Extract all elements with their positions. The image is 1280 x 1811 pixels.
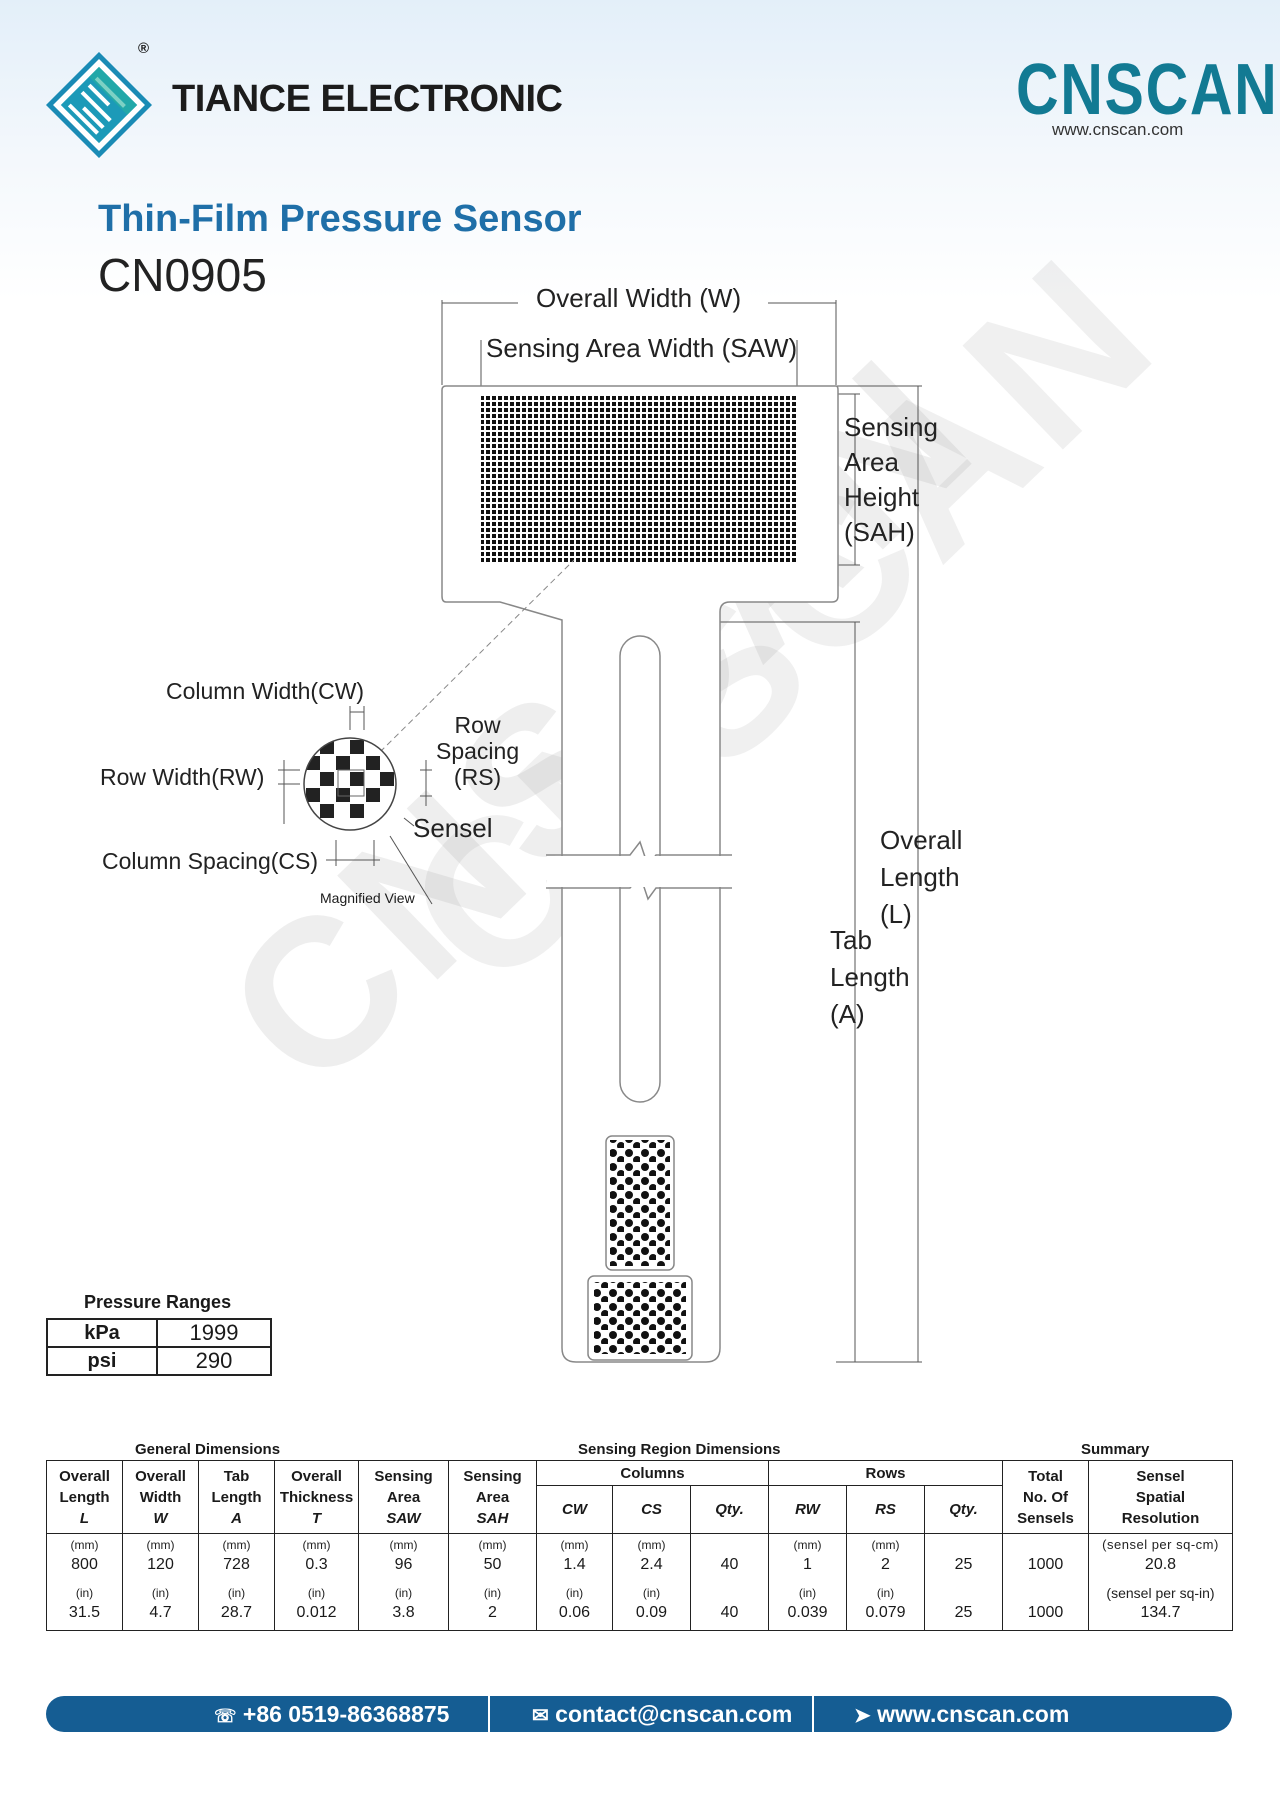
footer-website[interactable]: ➤ www.cnscan.com [854, 1701, 1070, 1727]
group-summary: Summary [1081, 1441, 1150, 1458]
header-overall-width: Overall Width W [122, 1460, 199, 1534]
label-tab-length: Tab Length (A) [830, 925, 910, 1029]
email-icon: ✉ [532, 1705, 549, 1727]
header-rs: RS [846, 1485, 925, 1534]
value-cw-in: 0.06 [558, 1604, 591, 1621]
value-saw-in: 3.8 [392, 1604, 415, 1621]
value-saw-mm: 96 [394, 1556, 413, 1573]
brand-url: www.cnscan.com [1052, 120, 1184, 139]
header-rows: Rows [768, 1460, 1003, 1486]
value-col-qty: 40 [720, 1556, 739, 1573]
value-total: 1000 [1027, 1604, 1064, 1621]
value-rs-mm: 2 [881, 1556, 890, 1573]
value-sah-mm: 50 [483, 1556, 502, 1573]
spec-table: Overall Length L Overall Width W Tab Len… [46, 1460, 1233, 1631]
value-cs-in: 0.09 [635, 1604, 668, 1621]
header-columns: Columns [536, 1460, 769, 1486]
value-l-in: 31.5 [68, 1604, 101, 1621]
table-row: (mm)800 (mm)120 (mm)728 (mm)0.3 (mm)96 (… [46, 1533, 1233, 1582]
sensor-diagram [278, 300, 922, 1363]
tiance-logo-icon [46, 52, 152, 158]
value-cs-mm: 2.4 [640, 1556, 663, 1573]
pressure-unit: kPa [46, 1318, 158, 1348]
label-column-spacing: Column Spacing(CS) [102, 848, 319, 874]
pressure-unit: psi [46, 1346, 158, 1376]
header-tab-length: Tab Length A [198, 1460, 275, 1534]
header-sah: Sensing Area SAH [448, 1460, 537, 1534]
footer-email[interactable]: ✉ contact@cnscan.com [532, 1701, 793, 1727]
table-row: (in)31.5 (in)4.7 (in)28.7 (in)0.012 (in)… [46, 1582, 1233, 1631]
value-resolution-cm: 20.8 [1144, 1556, 1177, 1573]
company-name: TIANCE ELECTRONIC [172, 78, 563, 120]
pressure-ranges-title: Pressure Ranges [84, 1292, 232, 1312]
value-w-in: 4.7 [149, 1604, 172, 1621]
value-resolution-in: 134.7 [1140, 1604, 1181, 1621]
footer-divider [812, 1696, 814, 1732]
value-l-mm: 800 [71, 1556, 98, 1573]
registered-mark: ® [138, 40, 150, 57]
header-overall-length: Overall Length L [46, 1460, 123, 1534]
header-col-qty: Qty. [690, 1485, 769, 1534]
value-rw-in: 0.039 [787, 1604, 828, 1621]
value-row-qty: 25 [954, 1604, 973, 1621]
value-rw-mm: 1 [803, 1556, 812, 1573]
header-rw: RW [768, 1485, 847, 1534]
brand-logo: CNSCAN [1016, 50, 1279, 130]
pressure-ranges-table: kPa 1999 psi 290 [46, 1318, 272, 1376]
value-rs-in: 0.079 [865, 1604, 906, 1621]
value-a-in: 28.7 [220, 1604, 253, 1621]
label-sensing-area-width: Sensing Area Width (SAW) [486, 333, 798, 363]
header-cw: CW [536, 1485, 613, 1534]
table-row: kPa 1999 [46, 1318, 272, 1348]
pressure-value: 290 [156, 1346, 272, 1376]
label-column-width: Column Width(CW) [166, 678, 365, 704]
header-overall-thickness: Overall Thickness T [274, 1460, 359, 1534]
value-t-in: 0.012 [296, 1604, 337, 1621]
model-number: CN0905 [98, 249, 267, 301]
label-magnified-view: Magnified View [320, 890, 415, 906]
group-general-dimensions: General Dimensions [135, 1441, 281, 1458]
value-cw-mm: 1.4 [563, 1556, 586, 1573]
value-t-mm: 0.3 [305, 1556, 328, 1573]
value-w-mm: 120 [147, 1556, 174, 1573]
header-resolution: Sensel Spatial Resolution [1088, 1460, 1233, 1534]
label-overall-width: Overall Width (W) [536, 283, 742, 313]
value-a-mm: 728 [223, 1556, 250, 1573]
label-sensing-area-height: Sensing Area Height (SAH) [844, 412, 938, 547]
label-overall-length: Overall Length (L) [880, 825, 963, 929]
footer-bar: ☏ +86 0519-86368875 ✉ contact@cnscan.com… [46, 1696, 1232, 1732]
value-row-qty: 25 [954, 1556, 973, 1573]
label-row-width: Row Width(RW) [100, 764, 265, 790]
header-row-qty: Qty. [924, 1485, 1003, 1534]
send-icon: ➤ [854, 1705, 871, 1727]
product-title: Thin-Film Pressure Sensor [98, 198, 582, 240]
magnified-view [303, 737, 397, 831]
pressure-value: 1999 [156, 1318, 272, 1348]
header-total-sensels: Total No. Of Sensels [1002, 1460, 1089, 1534]
header-saw: Sensing Area SAW [358, 1460, 449, 1534]
group-sensing-region: Sensing Region Dimensions [578, 1441, 781, 1458]
header-cs: CS [612, 1485, 691, 1534]
value-sah-in: 2 [488, 1604, 497, 1621]
label-sensel: Sensel [413, 813, 493, 843]
table-row: psi 290 [46, 1346, 272, 1376]
value-total: 1000 [1027, 1556, 1064, 1573]
label-row-spacing: Row Spacing (RS) [436, 712, 520, 790]
footer-divider [488, 1696, 490, 1732]
phone-icon: ☏ [214, 1706, 237, 1726]
value-col-qty: 40 [720, 1604, 739, 1621]
footer-phone[interactable]: ☏ +86 0519-86368875 [214, 1701, 450, 1727]
